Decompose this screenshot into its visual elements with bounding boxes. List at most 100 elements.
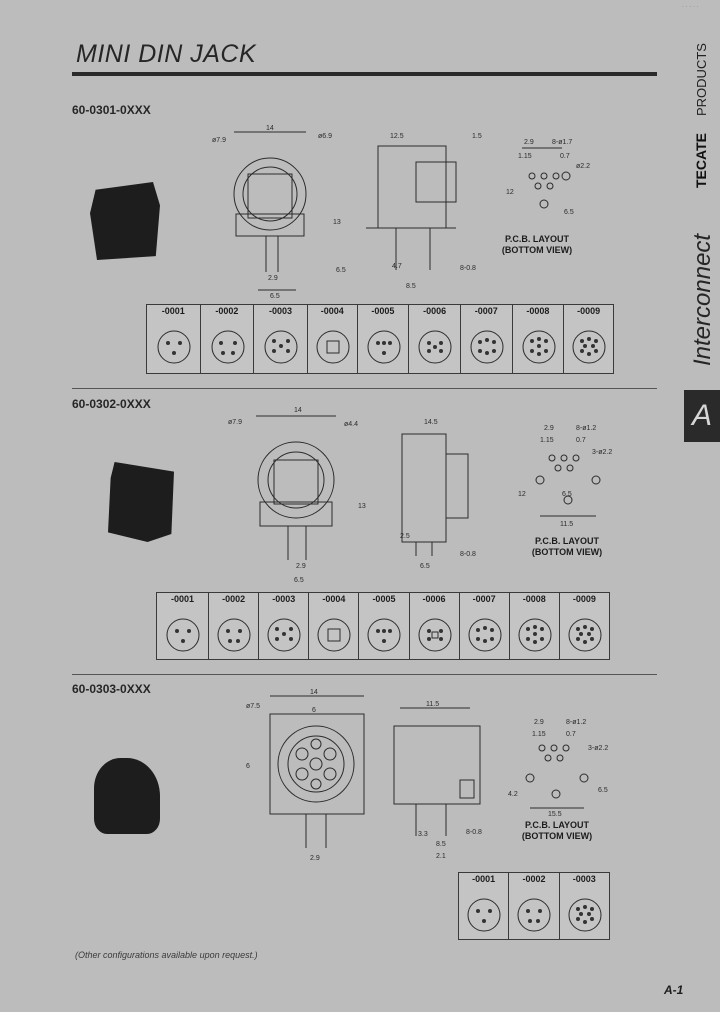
- svg-text:8-0.8: 8-0.8: [466, 829, 482, 836]
- svg-text:3.3: 3.3: [418, 831, 428, 838]
- svg-text:14: 14: [310, 689, 318, 696]
- brand-block: TECATE PRODUCTS: [688, 38, 712, 188]
- svg-text:8-ø1.7: 8-ø1.7: [552, 139, 572, 146]
- svg-text:2.9: 2.9: [268, 275, 278, 282]
- svg-text:8-ø1.2: 8-ø1.2: [576, 425, 596, 432]
- pcb-layout-drawing: 2.9 8-ø1.2 1.15 0.7 3-ø2.2 4.2 6.5 15.5: [508, 719, 608, 818]
- pinout-variant[interactable]: -0001: [147, 305, 201, 373]
- section-divider: [72, 388, 657, 389]
- svg-text:13: 13: [333, 219, 341, 226]
- svg-text:1.5: 1.5: [472, 133, 482, 140]
- pinout-variant[interactable]: -0002: [509, 873, 560, 939]
- svg-text:8-0.8: 8-0.8: [460, 551, 476, 558]
- svg-text:2.9: 2.9: [534, 719, 544, 726]
- svg-text:3-ø2.2: 3-ø2.2: [592, 449, 612, 456]
- svg-text:15.5: 15.5: [548, 811, 562, 818]
- svg-text:ø2.2: ø2.2: [576, 163, 590, 170]
- svg-text:6.5: 6.5: [294, 577, 304, 584]
- pinout-variant[interactable]: -0006: [409, 305, 461, 373]
- page-number: A-1: [664, 983, 684, 997]
- pinout-variant[interactable]: -0007: [460, 593, 510, 659]
- svg-text:0.7: 0.7: [566, 731, 576, 738]
- svg-text:2.1: 2.1: [436, 853, 446, 860]
- side-view-drawing: 12.5 1.5 4.7 8.5 8-0.8: [366, 133, 482, 290]
- section-tab[interactable]: A: [684, 390, 720, 442]
- front-view-drawing: ø7.9 14 ø4.4 2.9 6.5 13: [228, 407, 366, 584]
- svg-text:0.7: 0.7: [576, 437, 586, 444]
- pinout-variant[interactable]: -0002: [209, 593, 260, 659]
- pinout-variant[interactable]: -0003: [560, 873, 609, 939]
- svg-text:0.7: 0.7: [560, 153, 570, 160]
- pinout-table: -0001 -0002 -0003 -0004 -0005 -0006 -000…: [146, 304, 614, 374]
- pinout-variant[interactable]: -0003: [254, 305, 308, 373]
- pinout-variant[interactable]: -0005: [359, 593, 410, 659]
- part-number: 60-0303-0XXX: [72, 682, 151, 696]
- side-view-drawing: 14.5 2.5 6.5 8-0.8: [400, 419, 476, 570]
- svg-text:11.5: 11.5: [560, 521, 573, 528]
- svg-text:4.7: 4.7: [392, 263, 402, 270]
- pinout-variant[interactable]: -0001: [459, 873, 510, 939]
- svg-text:8-ø1.2: 8-ø1.2: [566, 719, 586, 726]
- pinout-variant[interactable]: -0005: [358, 305, 410, 373]
- svg-text:ø7.5: ø7.5: [246, 703, 260, 710]
- brand-suffix: PRODUCTS: [694, 43, 709, 116]
- pinout-variant[interactable]: -0008: [513, 305, 565, 373]
- pinout-variant[interactable]: -0009: [560, 593, 609, 659]
- svg-text:ø7.9: ø7.9: [228, 419, 242, 426]
- pinout-variant[interactable]: -0003: [259, 593, 310, 659]
- svg-text:4.2: 4.2: [508, 791, 518, 798]
- pcb-layout-drawing: 2.9 8-ø1.7 1.15 0.7 ø2.2 12 6.5: [506, 139, 590, 216]
- svg-text:ø4.4: ø4.4: [344, 421, 358, 428]
- pinout-variant[interactable]: -0008: [510, 593, 560, 659]
- pinout-variant[interactable]: -0001: [157, 593, 210, 659]
- svg-text:6.5: 6.5: [564, 209, 574, 216]
- svg-text:2.9: 2.9: [310, 855, 320, 862]
- page-title: MINI DIN JACK: [76, 40, 257, 68]
- svg-text:6.5: 6.5: [270, 293, 280, 300]
- pinout-variant[interactable]: -0009: [564, 305, 613, 373]
- svg-text:6: 6: [246, 763, 250, 770]
- pinout-table: -0001 -0002 -0003: [458, 872, 610, 940]
- svg-text:ø6.9: ø6.9: [318, 133, 332, 140]
- svg-text:12.5: 12.5: [390, 133, 404, 140]
- pcb-layout-label: P.C.B. LAYOUT (BOTTOM VIEW): [531, 536, 603, 557]
- pinout-variant[interactable]: -0007: [461, 305, 513, 373]
- product-photo: [108, 462, 174, 542]
- category-label: Interconnect: [660, 216, 720, 376]
- part-number: 60-0301-0XXX: [72, 103, 151, 117]
- svg-text:13: 13: [358, 503, 366, 510]
- title-rule: [72, 72, 657, 76]
- pinout-variant[interactable]: -0006: [410, 593, 460, 659]
- pcb-layout-drawing: 2.9 8-ø1.2 1.15 0.7 3-ø2.2 12 6.5 11.5: [518, 425, 612, 528]
- side-view-drawing: 11.5 3.3 8.5 8-0.8 2.1: [393, 701, 482, 860]
- svg-text:2.9: 2.9: [544, 425, 554, 432]
- product-photo: [94, 758, 160, 834]
- svg-text:1.15: 1.15: [540, 437, 554, 444]
- svg-text:3-ø2.2: 3-ø2.2: [588, 745, 608, 752]
- svg-text:8.5: 8.5: [436, 841, 446, 848]
- svg-text:8.5: 8.5: [406, 283, 416, 290]
- section-divider: [72, 674, 657, 675]
- svg-text:8-0.8: 8-0.8: [460, 265, 476, 272]
- svg-text:11.5: 11.5: [426, 701, 439, 708]
- pinout-variant[interactable]: -0004: [308, 305, 358, 373]
- svg-text:6.5: 6.5: [562, 491, 572, 498]
- svg-text:14: 14: [266, 125, 274, 132]
- svg-text:14.5: 14.5: [424, 419, 438, 426]
- product-photo: [90, 182, 160, 260]
- svg-text:1.15: 1.15: [532, 731, 546, 738]
- pinout-variant[interactable]: -0002: [201, 305, 255, 373]
- svg-text:6.5: 6.5: [420, 563, 430, 570]
- svg-text:6.5: 6.5: [598, 787, 608, 794]
- svg-text:12: 12: [518, 491, 526, 498]
- svg-text:12: 12: [506, 189, 514, 196]
- corner-mark: · · · · ·: [682, 4, 699, 10]
- pinout-variant[interactable]: -0004: [309, 593, 360, 659]
- svg-text:Interconnect: Interconnect: [689, 233, 716, 366]
- pcb-layout-label: P.C.B. LAYOUT (BOTTOM VIEW): [521, 820, 593, 841]
- brand-name: TECATE: [693, 133, 709, 188]
- svg-text:14: 14: [294, 407, 302, 414]
- footer-note: (Other configurations available upon req…: [75, 950, 258, 960]
- svg-text:ø7.9: ø7.9: [212, 137, 226, 144]
- front-view-drawing: ø7.9 14 ø6.9 2.9 6.5 13 6.5: [212, 125, 346, 300]
